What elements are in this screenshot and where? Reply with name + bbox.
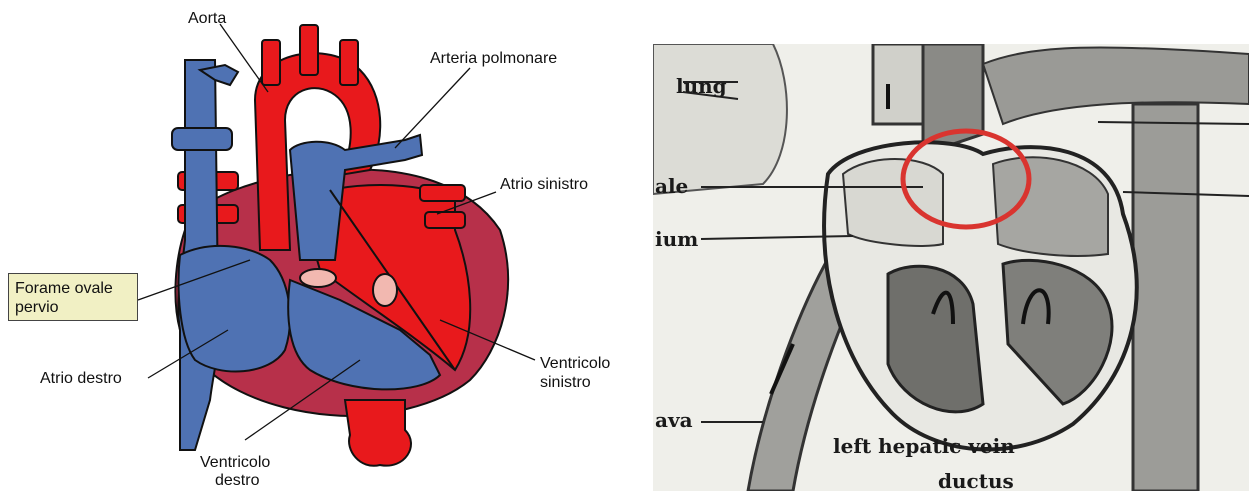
label-lung: lung [676,74,727,98]
heart-diagram-panel: Aorta Arteria polmonare Atrio sinistro F… [0,0,640,491]
label-forame-ovale-box: Forame ovale pervio [8,273,138,321]
label-left-hepatic-vein: left hepatic vein [833,434,1015,458]
fetal-heart-scan-panel: lung ale ium ava left hepatic vein ductu… [653,44,1249,491]
label-atrium-fragment: ium [655,227,698,251]
label-arteria-polmonare: Arteria polmonare [430,50,557,68]
label-ventricolo-destro-2: destro [215,472,259,490]
label-ovale-fragment: ale [655,174,688,198]
label-atrio-destro: Atrio destro [40,370,122,388]
heart-illustration [0,0,640,491]
label-ventricolo-sinistro-1: Ventricolo [540,355,610,373]
label-aorta: Aorta [188,10,226,28]
label-ventricolo-destro-1: Ventricolo [200,454,270,472]
label-atrio-sinistro: Atrio sinistro [500,176,588,194]
label-cava-fragment: ava [655,408,693,432]
label-ductus-fragment: ductus [938,469,1014,491]
fetal-heart-illustration [653,44,1249,491]
label-ventricolo-sinistro-2: sinistro [540,374,591,392]
